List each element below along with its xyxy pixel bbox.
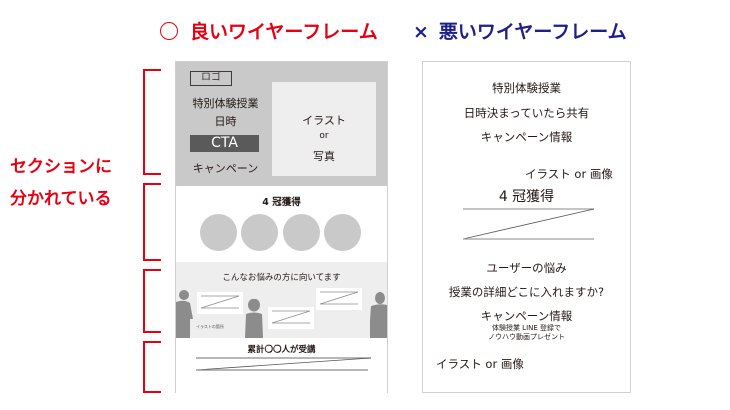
results-section: 累計〇〇人が受講 (176, 338, 387, 393)
placeholder-zigzag (271, 310, 311, 324)
section-bracket-2 (143, 183, 161, 261)
placeholder-zigzag (200, 295, 240, 309)
awards-section: 4 冠獲得 (176, 186, 387, 262)
pain-points-section: こんなお悩みの方に向いてます (176, 262, 387, 338)
circle-ok-icon (160, 22, 178, 40)
annotation-line-2: 分かれている (10, 189, 112, 209)
award-badge (200, 214, 237, 251)
speech-bubble (197, 292, 243, 314)
award-badge (324, 214, 361, 251)
pain-points-title: こんなお悩みの方に向いてます (222, 273, 341, 283)
section-bracket-1 (143, 69, 161, 175)
good-wireframe-heading: 良いワイヤーフレーム (160, 17, 378, 44)
bad-wireframe: 特別体験授業 日時決まっていたら共有 キャンペーン情報 イラスト or 画像 4… (422, 61, 631, 393)
cross-ng-icon: × (413, 21, 429, 43)
bad-text-date: 日時決まっていたら共有 (463, 106, 590, 120)
section-bracket-3 (143, 269, 161, 333)
bad-wireframe-heading: × 悪いワイヤーフレーム (413, 17, 627, 44)
bad-text-campaign-2: キャンペーン情報 (480, 309, 573, 323)
image-label-or: or (319, 131, 329, 141)
hero-image-placeholder: イラスト or 写真 (272, 82, 376, 176)
bad-text-line-register: 体験授業 LINE 登録で (491, 324, 562, 332)
section-bracket-4 (143, 341, 161, 393)
award-badge (241, 214, 278, 251)
bad-text-campaign: キャンペーン情報 (480, 130, 573, 144)
placeholder-zigzag (319, 291, 359, 305)
bad-title-text: 悪いワイヤーフレーム (438, 21, 627, 43)
bad-text-image-2: イラスト or 画像 (436, 357, 524, 371)
bad-text-user-worry: ユーザーの悩み (486, 261, 567, 275)
person-silhouette (245, 299, 263, 338)
person-silhouette (370, 292, 387, 338)
bad-text-video-gift: ノウハウ動画プレゼント (488, 333, 565, 341)
person-silhouette (176, 290, 193, 338)
hero-date: 日時 (214, 115, 237, 128)
bad-text-image: イラスト or 画像 (525, 167, 613, 181)
illustration-caption: イラストの箇所 (196, 324, 224, 329)
hero-section: ロゴ 特別体験授業 日時 CTA キャンペーン イラスト or 写真 (176, 62, 387, 186)
annotation-line-1: セクションに (10, 157, 112, 177)
bad-text-awards: 4 冠獲得 (498, 189, 555, 205)
image-label-photo: 写真 (313, 150, 335, 163)
placeholder-zigzag (463, 208, 595, 240)
results-title: 累計〇〇人が受講 (247, 345, 316, 355)
awards-title: 4 冠獲得 (262, 197, 301, 208)
logo-placeholder: ロゴ (190, 71, 232, 86)
speech-bubble (268, 307, 314, 329)
placeholder-zigzag (196, 357, 371, 371)
good-wireframe: ロゴ 特別体験授業 日時 CTA キャンペーン イラスト or 写真 4 冠獲得… (175, 61, 388, 393)
bad-text-question: 授業の詳細どこに入れますか? (448, 285, 605, 299)
award-badge (283, 214, 320, 251)
speech-bubble (316, 288, 362, 310)
cta-button[interactable]: CTA (190, 135, 259, 152)
bad-text-title: 特別体験授業 (492, 81, 561, 95)
image-label-illust: イラスト (302, 114, 346, 127)
good-title-text: 良いワイヤーフレーム (190, 21, 378, 43)
hero-title: 特別体験授業 (192, 97, 259, 110)
hero-campaign: キャンペーン (192, 162, 259, 175)
